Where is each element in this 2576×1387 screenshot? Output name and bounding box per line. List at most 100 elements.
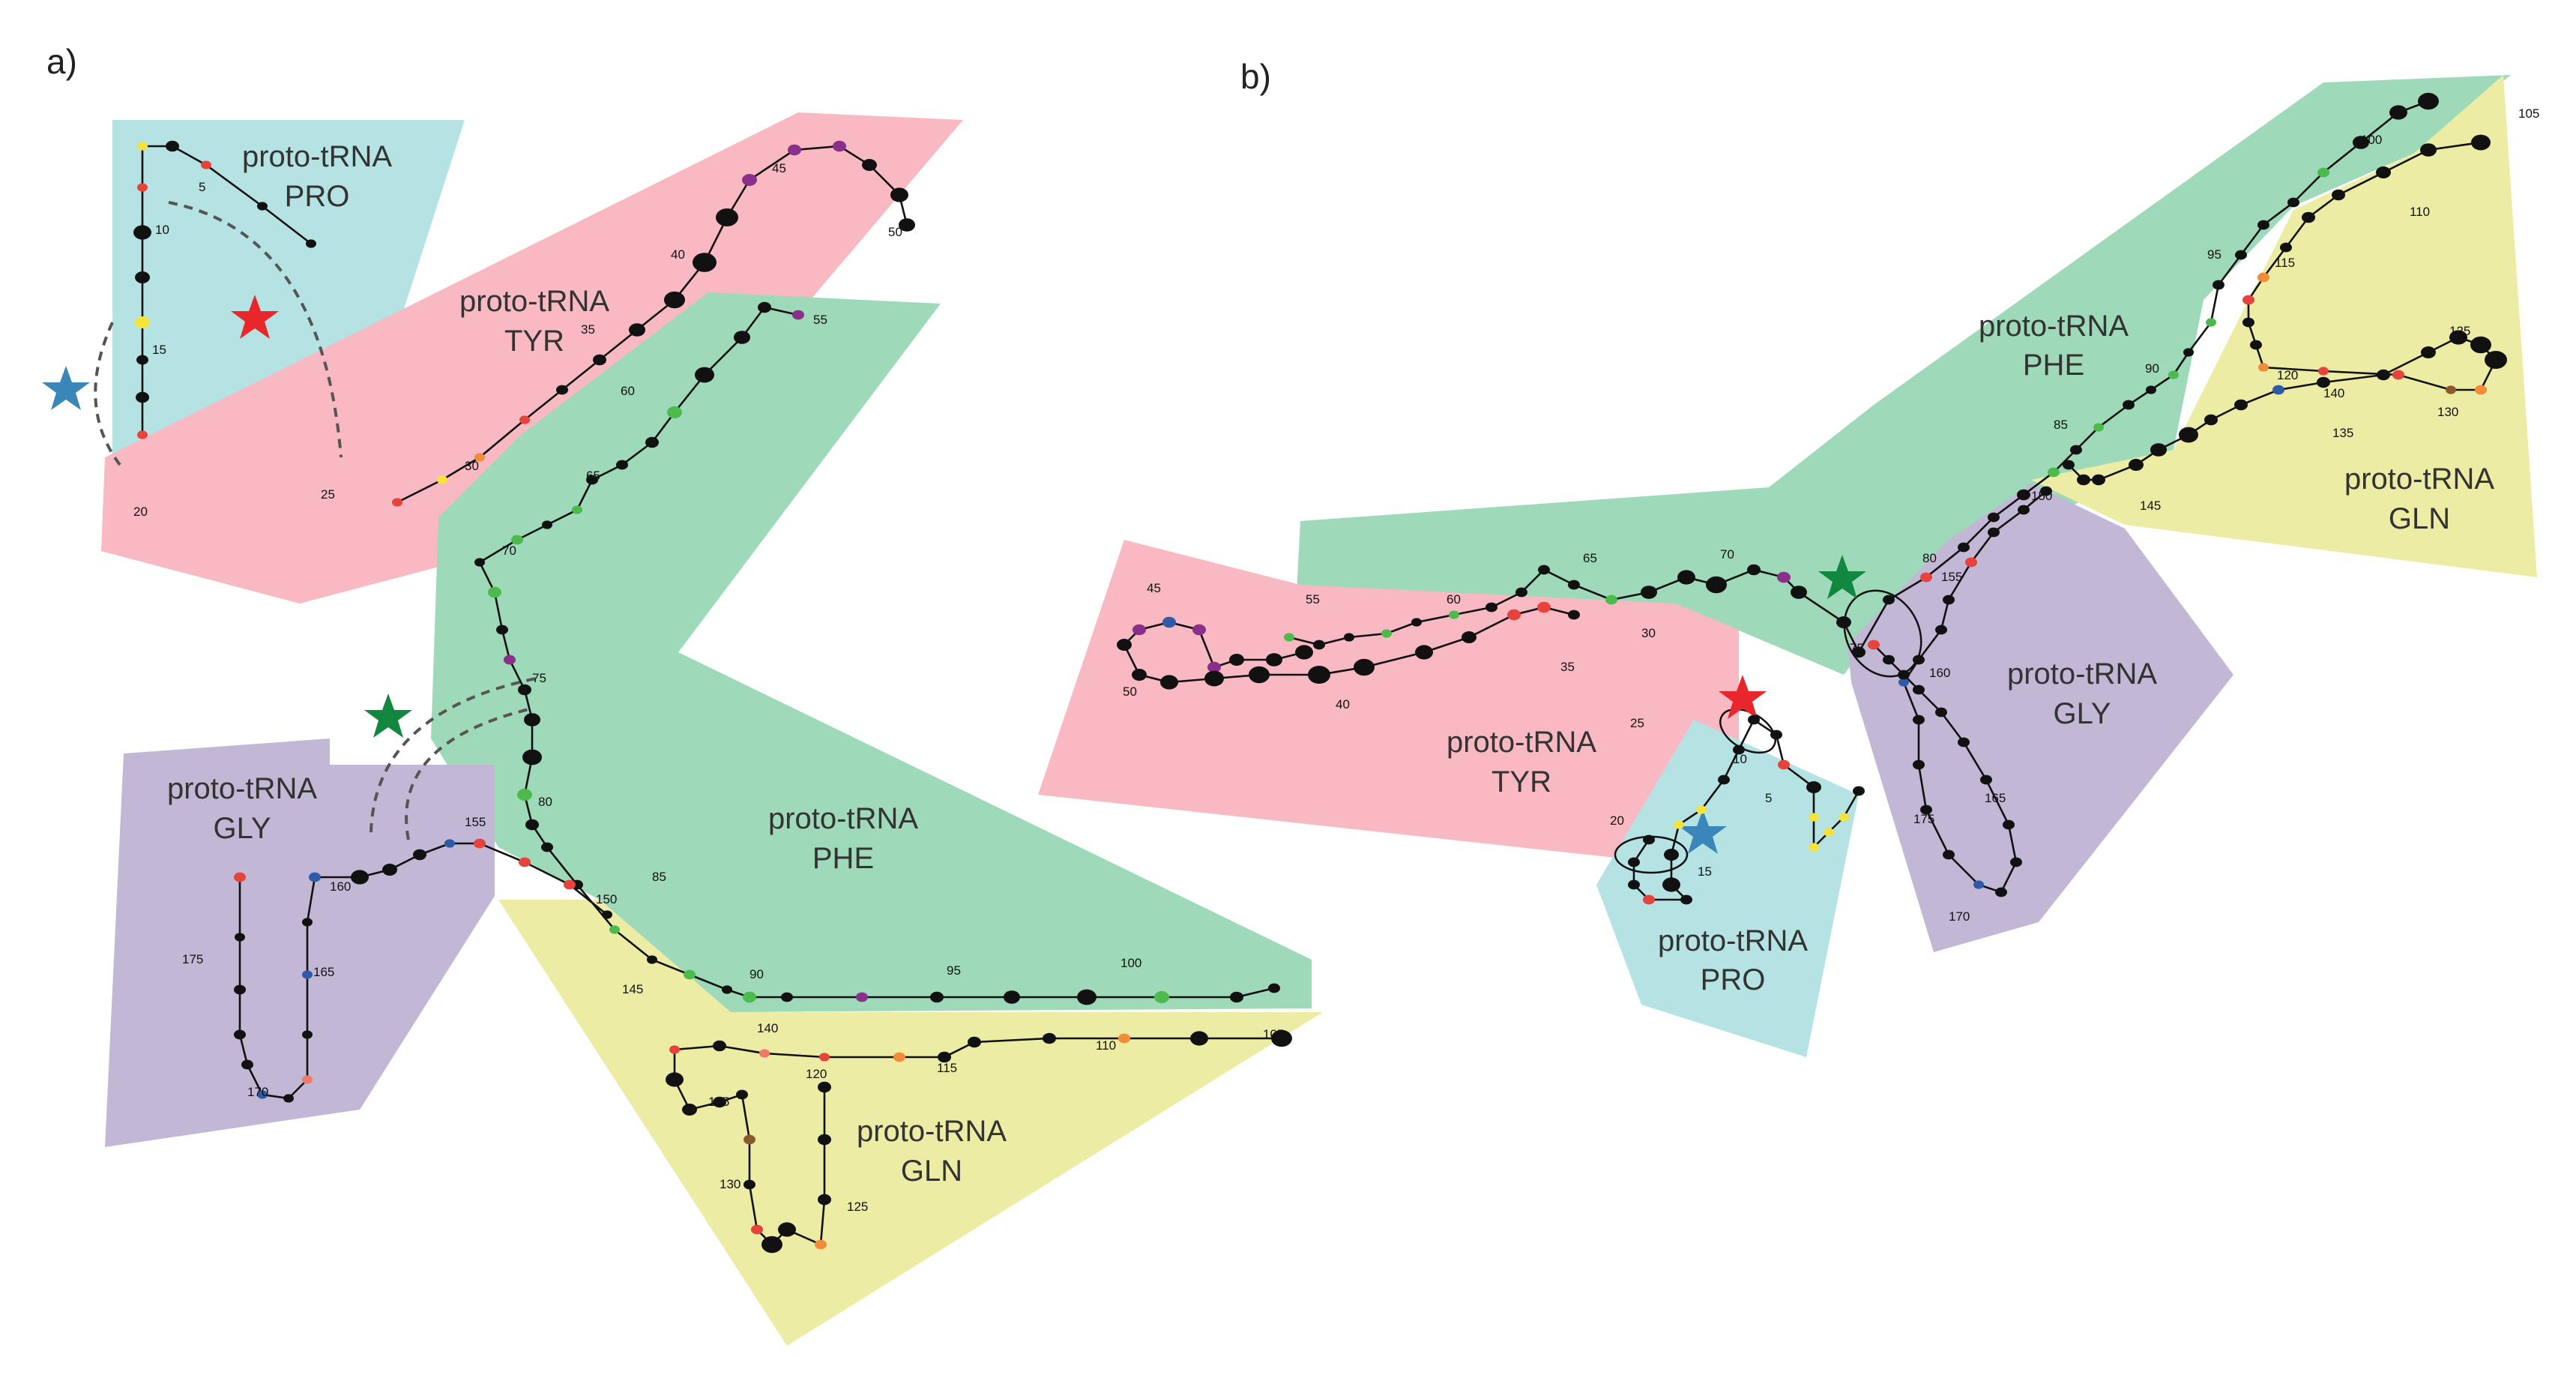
residue-dot xyxy=(1920,572,1932,583)
residue-dot xyxy=(1266,653,1282,667)
residue-dot xyxy=(2234,399,2248,411)
residue-dot xyxy=(1268,983,1280,993)
residue-dot xyxy=(302,1030,313,1039)
arrow-red-a xyxy=(168,201,343,458)
residue-dot xyxy=(1733,744,1745,755)
residue-dot xyxy=(893,1052,905,1062)
residue-number: 25 xyxy=(321,487,335,502)
residue-dot xyxy=(1643,894,1655,905)
residue-dot xyxy=(1943,849,1955,860)
label-pro-b-2: PRO xyxy=(1701,963,1766,996)
residue-dot xyxy=(519,415,530,424)
residue-dot xyxy=(1641,586,1657,599)
residue-dot xyxy=(1852,646,1865,658)
residue-dot xyxy=(496,625,508,635)
residue-dot xyxy=(541,842,553,852)
residue-dot xyxy=(302,918,313,927)
residue-dot xyxy=(382,864,397,876)
residue-number: 85 xyxy=(2054,418,2068,432)
residue-dot xyxy=(283,1094,294,1103)
residue-dot xyxy=(524,713,540,726)
residue-dot xyxy=(2040,486,2052,496)
residue-dot xyxy=(2377,369,2390,381)
residue-dot xyxy=(2242,317,2254,328)
residue-dot xyxy=(519,857,531,867)
residue-dot xyxy=(968,1036,981,1048)
residue-number: 70 xyxy=(502,544,516,558)
label-gln-a-2: GLN xyxy=(901,1155,962,1188)
residue-dot xyxy=(751,1224,763,1235)
label-phe-a-1: proto-tRNA xyxy=(768,802,918,835)
residue-dot xyxy=(2204,414,2218,426)
residue-dot xyxy=(2257,220,2269,230)
residue-dot xyxy=(1677,570,1695,585)
residue-dot xyxy=(1839,813,1849,822)
residue-dot xyxy=(137,142,148,151)
residue-number: 60 xyxy=(621,384,635,398)
residue-dot xyxy=(1462,631,1476,643)
residue-number: 165 xyxy=(313,965,334,979)
residue-dot xyxy=(1628,879,1640,890)
residue-dot xyxy=(564,879,576,890)
residue-dot xyxy=(1229,654,1244,666)
residue-number: 120 xyxy=(2277,368,2298,382)
residue-dot xyxy=(742,174,757,186)
residue-dot xyxy=(684,969,696,980)
chain-phe-b xyxy=(1288,100,2429,655)
residue-dot xyxy=(1207,661,1221,673)
residue-dot xyxy=(645,436,659,448)
residue-dot xyxy=(890,187,908,202)
residue-dot xyxy=(1485,602,1497,613)
residue-number: 45 xyxy=(772,161,786,175)
residue-dot xyxy=(137,430,148,439)
residue-dot xyxy=(2258,363,2269,372)
residue-dot xyxy=(133,225,151,240)
residue-dot xyxy=(1132,669,1147,681)
residue-number: 140 xyxy=(757,1021,778,1035)
residue-dot xyxy=(1935,625,1947,635)
residue-dot xyxy=(1507,609,1521,621)
label-tyr-a-1: proto-tRNA xyxy=(459,285,609,318)
residue-dot xyxy=(2485,351,2507,369)
residue-dot xyxy=(518,684,531,696)
residue-dot xyxy=(833,140,846,152)
residue-dot xyxy=(1192,624,1206,636)
residue-dot xyxy=(2092,474,2105,486)
residue-dot xyxy=(2470,336,2491,354)
residue-dot xyxy=(302,970,313,979)
residue-dot xyxy=(1748,714,1760,725)
residue-dot xyxy=(1824,828,1834,837)
residue-dot xyxy=(234,984,246,995)
residue-dot xyxy=(1958,542,1970,553)
residue-dot xyxy=(1777,571,1791,583)
residue-dot xyxy=(2129,459,2144,471)
label-tyr-b-1: proto-tRNA xyxy=(1447,726,1596,759)
region-gln-a xyxy=(498,900,1323,1346)
residue-dot xyxy=(1643,834,1655,845)
residue-dot xyxy=(1381,629,1392,638)
residue-number: 160 xyxy=(330,879,351,894)
residue-dot xyxy=(1853,786,1865,796)
residue-dot xyxy=(1770,729,1782,740)
residue-number: 160 xyxy=(1929,666,1950,680)
residue-dot xyxy=(2257,272,2269,283)
residue-dot xyxy=(1988,527,2000,538)
residue-dot xyxy=(1515,587,1527,598)
label-gln-b-2: GLN xyxy=(2389,502,2450,535)
label-gly-a-1: proto-tRNA xyxy=(167,772,317,805)
residue-dot xyxy=(1913,714,1925,725)
residue-dot xyxy=(2421,346,2436,358)
residue-number: 55 xyxy=(813,313,827,327)
residue-dot xyxy=(1913,685,1925,695)
residue-dot xyxy=(1706,576,1727,594)
residue-number: 155 xyxy=(465,815,486,829)
residue-dot xyxy=(1913,655,1925,665)
residue-dot xyxy=(309,872,321,882)
residue-dot xyxy=(474,838,486,849)
residue-dot xyxy=(2353,136,2369,149)
residue-dot xyxy=(2077,474,2090,486)
residue-dot xyxy=(234,872,246,882)
label-tyr-b-2: TYR xyxy=(1491,765,1551,798)
